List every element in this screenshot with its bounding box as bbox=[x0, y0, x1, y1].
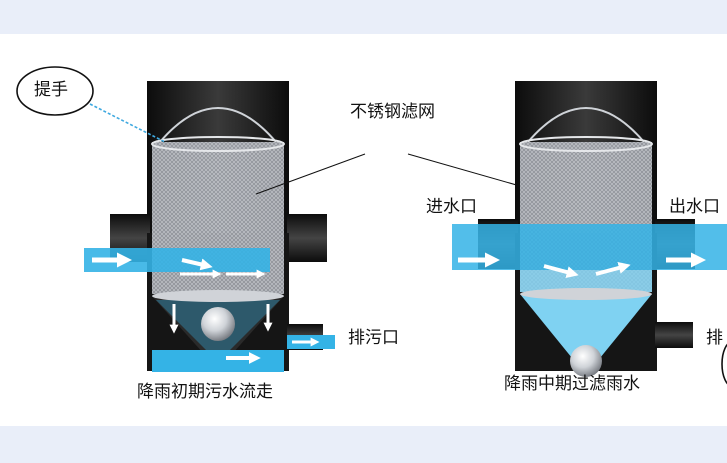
handle-callout-line bbox=[89, 103, 166, 143]
label-drain-left: 排污口 bbox=[348, 328, 399, 348]
right-handle bbox=[527, 107, 645, 143]
screen-callout-line-left bbox=[255, 153, 366, 195]
left-arrow-1 bbox=[181, 258, 213, 271]
left-filter-device bbox=[84, 81, 335, 372]
left-drain-water bbox=[152, 350, 284, 372]
label-drain-right: 排 bbox=[706, 328, 723, 348]
filter-diagram-svg bbox=[16, 66, 727, 385]
right-water-band bbox=[452, 224, 727, 270]
caption-right: 降雨中期过滤雨水 bbox=[504, 374, 640, 394]
left-outlet-pipe bbox=[287, 214, 327, 262]
right-cone bbox=[520, 294, 652, 358]
label-outlet: 出水口 bbox=[669, 197, 720, 217]
cropped-callout-ellipse bbox=[721, 343, 727, 385]
label-inlet: 进水口 bbox=[426, 197, 477, 217]
right-arrow-1 bbox=[543, 264, 579, 278]
diagram-canvas: 提手 不锈钢滤网 进水口 出水口 排污口 排 降雨初期污水流走 降雨中期过滤雨水 bbox=[0, 34, 727, 426]
handle-callout-ellipse bbox=[16, 66, 94, 116]
right-filter-device bbox=[452, 81, 727, 377]
right-drain-pipe bbox=[655, 322, 693, 348]
left-float-ball bbox=[201, 307, 235, 341]
left-handle bbox=[159, 107, 277, 143]
right-arrow-2 bbox=[595, 262, 631, 276]
caption-left: 降雨初期污水流走 bbox=[137, 382, 273, 402]
right-float-ball bbox=[570, 345, 602, 377]
label-handle: 提手 bbox=[34, 80, 68, 100]
label-screen: 不锈钢滤网 bbox=[350, 102, 435, 122]
